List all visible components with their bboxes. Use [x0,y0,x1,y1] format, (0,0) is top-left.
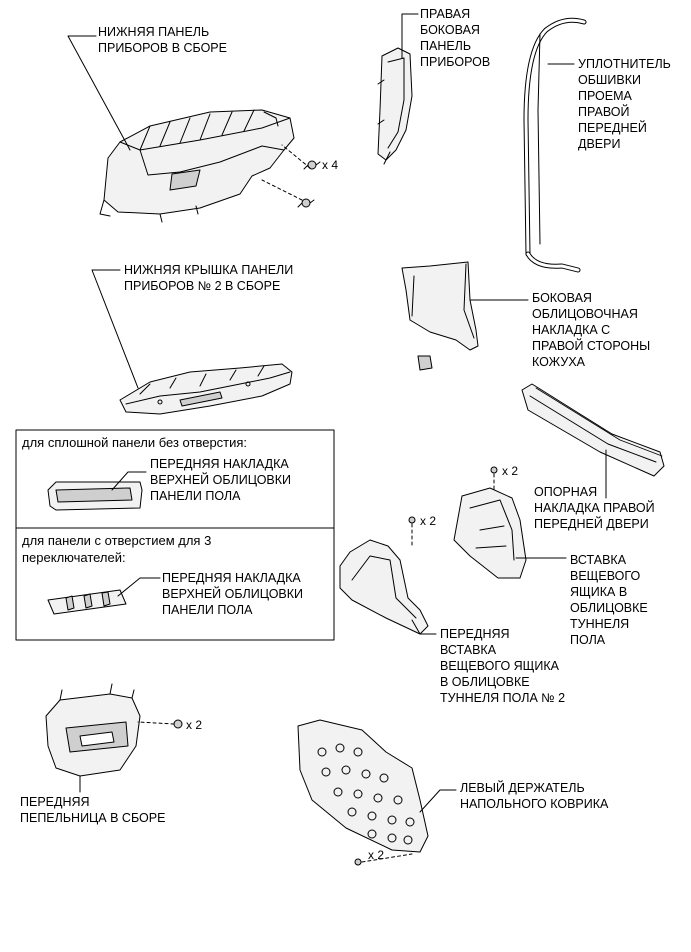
screw-x4-drawing [261,144,321,208]
label-cowl-side-trim: БОКОВАЯ ОБЛИЦОВОЧНАЯ НАКЛАДКА С ПРАВОЙ С… [532,291,651,369]
box-switches-heading: для панели с отверстием для 3 переключат… [22,533,212,565]
leader-solid-front-trim [111,471,147,491]
qty-screws-upper-x2: x 2 [502,464,519,478]
label-front-box-insert-no2: ПЕРЕДНЯЯ ВСТАВКА ВЕЩЕВОГО ЯЩИКА В ОБЛИЦО… [440,627,566,705]
floor-mat-holder-drawing [297,719,429,866]
label-scuff-plate: ОПОРНАЯ НАКЛАДКА ПРАВОЙ ПЕРЕДНЕЙ ДВЕРИ [534,485,655,531]
door-seal-drawing [523,17,587,273]
solid-front-trim-drawing [47,481,143,511]
leader-lower-instrument-panel [67,35,131,151]
lower-cover-no2-drawing [119,363,293,415]
qty-ashtray-x2: x 2 [186,718,203,732]
leader-lower-cover-no2 [91,269,139,389]
leader-right-side-panel [401,13,419,59]
leader-switches-front-trim [117,577,161,597]
label-floor-mat-holder: ЛЕВЫЙ ДЕРЖАТЕЛЬ НАПОЛЬНОГО КОВРИКА [460,781,609,811]
label-lower-cover-no2: НИЖНЯЯ КРЫШКА ПАНЕЛИ ПРИБОРОВ № 2 В СБОР… [124,263,294,293]
switches-front-trim-drawing [47,589,127,615]
box-switches-part-label: ПЕРЕДНЯЯ НАКЛАДКА ВЕРХНЕЙ ОБЛИЦОВКИ ПАНЕ… [162,571,304,617]
qty-screws-mid-x2: x 2 [420,514,437,528]
leader-floor-mat-holder [419,789,457,813]
front-box-insert-no2-drawing [339,516,429,635]
lower-instrument-panel-drawing [99,109,295,223]
variant-box-switches [15,527,335,641]
label-box-insert: ВСТАВКА ВЕЩЕВОГО ЯЩИКА В ОБЛИЦОВКЕ ТУННЕ… [570,553,648,647]
right-side-panel-drawing [377,47,413,165]
qty-screws-x4: x 4 [322,158,339,172]
label-right-side-panel: ПРАВАЯ БОКОВАЯ ПАНЕЛЬ ПРИБОРОВ [420,7,491,69]
box-solid-heading: для сплошной панели без отверстия: [22,435,248,450]
box-insert-drawing [453,466,527,579]
cowl-side-trim-drawing [401,261,479,371]
ashtray-drawing [45,683,183,777]
label-ashtray: ПЕРЕДНЯЯ ПЕПЕЛЬНИЦА В СБОРЕ [20,795,166,825]
qty-mat-x2: x 2 [368,848,385,862]
scuff-plate-drawing [521,383,665,477]
label-lower-instrument-panel: НИЖНЯЯ ПАНЕЛЬ ПРИБОРОВ В СБОРЕ [98,25,227,55]
box-solid-part-label: ПЕРЕДНЯЯ НАКЛАДКА ВЕРХНЕЙ ОБЛИЦОВКИ ПАНЕ… [150,457,292,503]
leader-front-box-insert-no2 [411,619,437,635]
label-door-opening-seal: УПЛОТНИТЕЛЬ ОБШИВКИ ПРОЕМА ПРАВОЙ ПЕРЕДН… [578,57,671,151]
